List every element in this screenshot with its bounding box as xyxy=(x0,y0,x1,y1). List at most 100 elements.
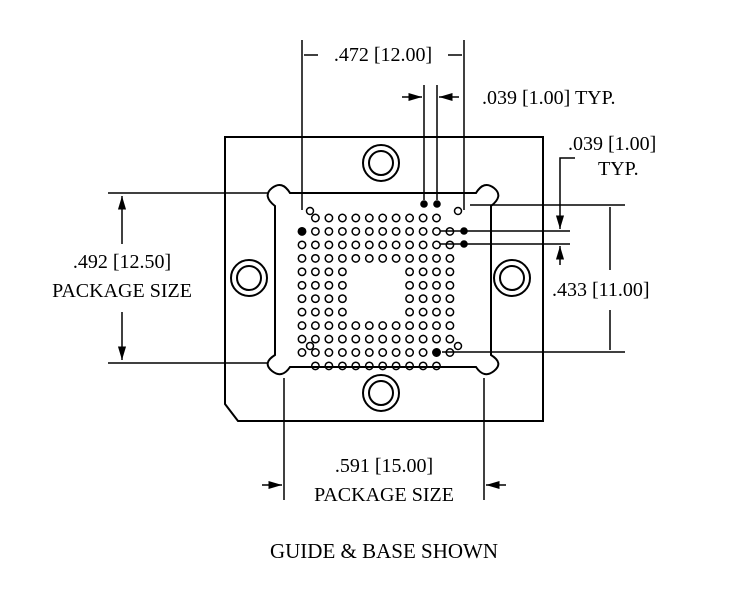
mounting-hole-top xyxy=(362,144,400,182)
guide-frame xyxy=(266,183,500,376)
ball-pad xyxy=(418,267,428,277)
ball-pad xyxy=(351,321,361,331)
ball-pad xyxy=(405,267,415,277)
ball-pad xyxy=(324,334,334,344)
ball-pad xyxy=(310,294,320,304)
ball-pad xyxy=(297,307,307,317)
ball-pad xyxy=(432,280,441,290)
ball-pad xyxy=(445,240,455,250)
ball-pad xyxy=(364,321,374,331)
corner-hole-br xyxy=(453,341,463,351)
base-plate xyxy=(224,136,544,422)
ball-pad xyxy=(405,361,415,371)
ball-pad xyxy=(297,348,307,357)
label-pitch-right-typ: TYP. xyxy=(598,158,639,180)
ball-pad xyxy=(297,321,307,331)
ball-pad xyxy=(337,253,347,263)
ball-pad xyxy=(432,334,441,344)
ball-pad xyxy=(405,348,415,357)
ball-pad xyxy=(324,226,334,236)
ball-pad xyxy=(324,348,334,357)
ball-pad xyxy=(378,240,388,250)
dim-bottom-width xyxy=(262,378,506,500)
ball-pad xyxy=(364,348,374,357)
ball-pad xyxy=(405,213,415,223)
ball-pad xyxy=(391,321,401,331)
mounting-hole-bottom xyxy=(362,374,400,412)
ball-pad xyxy=(337,361,347,371)
ball-pad xyxy=(418,253,428,263)
ball-pad xyxy=(337,334,347,344)
mounting-hole-right xyxy=(493,259,531,297)
ball-pad xyxy=(391,240,401,250)
ball-pad xyxy=(297,334,307,344)
ball-pad xyxy=(324,361,334,371)
ball-pad xyxy=(337,240,347,250)
ball-pad xyxy=(351,253,361,263)
ball-pad xyxy=(405,280,415,290)
ball-pad xyxy=(445,321,455,331)
ball-pad-reference xyxy=(420,200,428,208)
ball-pad xyxy=(310,321,320,331)
ball-pad xyxy=(297,240,307,250)
dim-right-height xyxy=(442,204,625,353)
ball-pad xyxy=(351,240,361,250)
ball-pad xyxy=(324,321,334,331)
label-pitch-top: .039 [1.00] TYP. xyxy=(482,87,616,109)
ball-pad xyxy=(324,213,334,223)
ball-pad xyxy=(378,334,388,344)
ball-pad-reference xyxy=(298,227,306,235)
ball-pad xyxy=(432,361,441,371)
label-left-value: .492 [12.50] xyxy=(73,251,171,273)
ball-pad xyxy=(378,213,388,223)
ball-pad xyxy=(364,213,374,223)
ball-pad xyxy=(378,253,388,263)
ball-pad xyxy=(324,267,334,277)
label-left-caption: PACKAGE SIZE xyxy=(52,280,192,302)
ball-pad xyxy=(418,240,428,250)
ball-pad xyxy=(310,361,320,371)
ball-pad-reference xyxy=(433,348,441,356)
ball-pad xyxy=(351,348,361,357)
ball-pad xyxy=(432,240,441,250)
ball-pad xyxy=(418,348,428,357)
ball-pad xyxy=(405,240,415,250)
ball-pad xyxy=(337,321,347,331)
ball-pad xyxy=(337,213,347,223)
ball-pad xyxy=(310,213,320,223)
ball-pad xyxy=(418,321,428,331)
ball-pad xyxy=(445,280,455,290)
ball-pad xyxy=(405,294,415,304)
ball-pad xyxy=(364,240,374,250)
ball-pad xyxy=(310,253,320,263)
ball-pad xyxy=(351,361,361,371)
ball-pad xyxy=(445,294,455,304)
ball-pad xyxy=(310,280,320,290)
label-top-width: .472 [12.00] xyxy=(334,44,432,66)
ball-pad xyxy=(297,280,307,290)
ball-pad xyxy=(378,226,388,236)
corner-hole-tr xyxy=(453,206,463,216)
label-bottom-caption: PACKAGE SIZE xyxy=(314,484,454,506)
ball-pad xyxy=(364,226,374,236)
label-bottom-value: .591 [15.00] xyxy=(335,455,433,477)
ball-pad xyxy=(364,334,374,344)
ball-pad xyxy=(432,253,441,263)
ball-pad xyxy=(337,267,347,277)
ball-pad xyxy=(378,321,388,331)
ball-pad xyxy=(337,280,347,290)
ball-pad xyxy=(418,307,428,317)
ball-pad xyxy=(418,334,428,344)
ball-pad xyxy=(378,348,388,357)
ball-pad xyxy=(297,253,307,263)
ball-pad xyxy=(418,361,428,371)
dim-pitch-top xyxy=(402,85,459,200)
ball-pad xyxy=(297,267,307,277)
ball-pad xyxy=(337,226,347,236)
ball-pad-reference xyxy=(433,200,441,208)
ball-pad xyxy=(418,280,428,290)
corner-hole-tl xyxy=(305,206,315,216)
ball-pad xyxy=(324,294,334,304)
